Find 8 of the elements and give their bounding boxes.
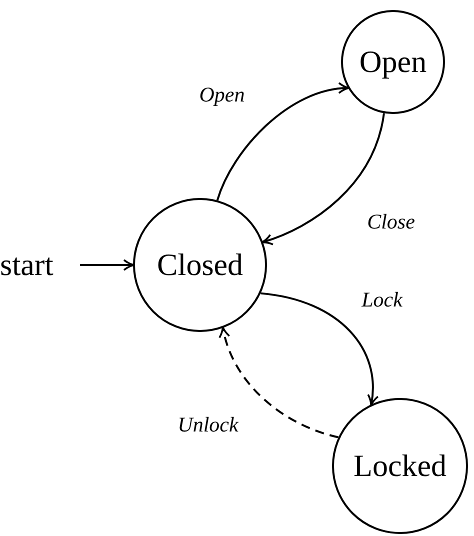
state-circle: Locked <box>332 398 468 534</box>
start-label: start <box>0 245 54 285</box>
edge-label: Open <box>199 82 245 108</box>
edge-label: Unlock <box>178 412 238 438</box>
state-circle: Closed <box>133 198 267 332</box>
state-circle: Open <box>341 10 445 114</box>
edge-label: Close <box>367 210 415 234</box>
edge-label: Lock <box>362 288 402 312</box>
